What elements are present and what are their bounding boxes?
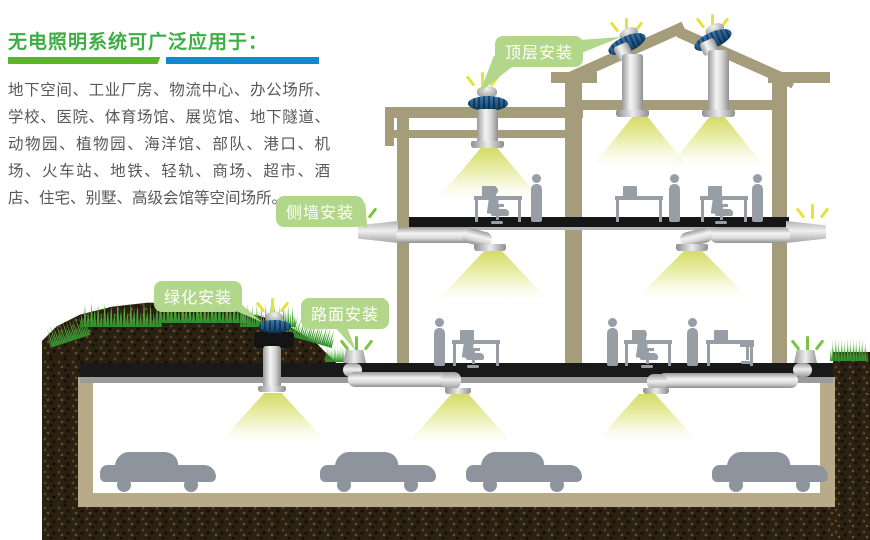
daylight-collector-icon: [786, 221, 826, 243]
daylight-collector-icon: [266, 312, 283, 322]
light-tube: [708, 50, 729, 112]
chair-icon: [740, 344, 754, 364]
left-building-eave-cap: [385, 107, 394, 146]
callout-side-wall: 侧墙安装: [276, 196, 365, 227]
person-icon: [486, 186, 511, 222]
right-building-attic-beam: [582, 100, 772, 110]
callout-road-surface: 路面安装: [301, 298, 390, 329]
light-cone: [669, 117, 765, 167]
callout-greening: 绿化安装: [154, 281, 243, 312]
light-diffuser: [643, 388, 669, 394]
car-icon: [320, 452, 436, 492]
light-tube: [622, 54, 643, 112]
floor-slab-line: [409, 227, 789, 230]
light-cone: [437, 251, 549, 301]
light-diffuser: [616, 110, 649, 117]
applications-text: 地下空间、工业厂房、物流中心、办公场所、学校、医院、体育场馆、展览馆、地下隧道、…: [8, 81, 330, 207]
sun-rays-icon: [465, 68, 500, 87]
light-tube: [396, 227, 474, 243]
floor-slab: [409, 217, 789, 227]
roof-slope-right: [676, 27, 797, 89]
daylight-collector-icon: [794, 350, 817, 363]
light-diffuser: [445, 388, 471, 394]
light-tube: [441, 372, 461, 389]
light-diffuser: [471, 141, 504, 148]
underline-green: [8, 57, 162, 64]
sun-rays-icon: [255, 294, 290, 313]
person-icon: [668, 174, 680, 222]
light-cone: [636, 251, 750, 299]
light-tube: [348, 372, 452, 387]
desk-icon: [706, 330, 754, 368]
collector-base: [254, 332, 294, 348]
daylight-collector-icon: [358, 221, 398, 243]
page-title: 无电照明系统可广泛应用于：: [8, 31, 269, 53]
sun-rays-icon: [695, 10, 730, 29]
underline-blue: [166, 57, 319, 64]
light-cone: [592, 117, 688, 167]
person-icon: [635, 330, 660, 366]
light-tube: [710, 227, 790, 243]
person-icon: [530, 174, 542, 222]
car-icon: [466, 452, 582, 492]
light-diffuser: [474, 244, 506, 251]
light-tube: [658, 373, 798, 388]
light-tube: [793, 363, 812, 377]
person-icon: [606, 318, 618, 366]
desk-icon: [615, 186, 663, 224]
light-tube: [477, 109, 498, 143]
daylight-collector-icon: [343, 350, 366, 363]
sun-rays-icon: [609, 14, 644, 33]
daylight-collector-icon: [259, 320, 291, 333]
light-diffuser: [258, 386, 286, 392]
light-tube: [263, 346, 281, 388]
soil-right-wall: [833, 352, 870, 540]
light-diffuser: [676, 244, 708, 251]
person-icon: [433, 318, 445, 366]
person-icon: [710, 186, 735, 222]
right-building-eave-right: [768, 72, 830, 83]
car-icon: [100, 452, 216, 492]
car-icon: [712, 452, 828, 492]
light-diffuser: [702, 110, 735, 117]
person-icon: [461, 330, 486, 366]
sun-rays-icon: [790, 332, 825, 351]
callout-top-roof: 顶层安装: [495, 36, 584, 67]
sun-rays-icon: [795, 200, 830, 219]
person-icon: [686, 318, 698, 366]
light-tube: [647, 374, 667, 390]
sun-rays-icon: [339, 332, 374, 351]
person-icon: [751, 174, 763, 222]
daylight-collector-icon: [477, 86, 497, 97]
soil-bottom: [42, 504, 835, 540]
grass-icon: [830, 337, 868, 361]
